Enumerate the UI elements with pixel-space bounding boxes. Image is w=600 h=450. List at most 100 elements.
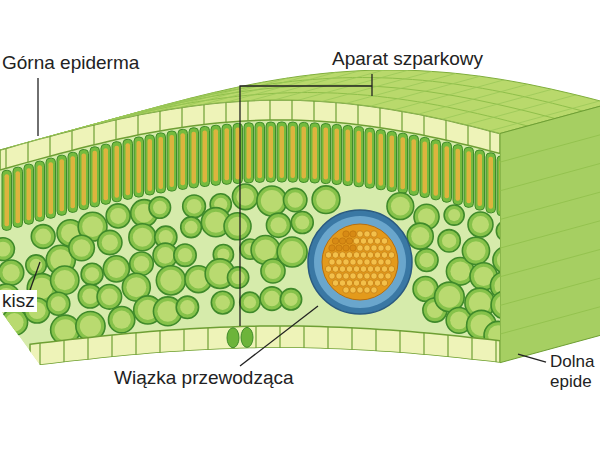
side-cell-row [500, 132, 600, 162]
spongy-cell [149, 197, 171, 219]
side-cell-row [500, 304, 600, 334]
epidermis-cell-wall [115, 120, 116, 140]
bundle-cell [385, 259, 391, 265]
epidermis-cell-wall [379, 108, 380, 128]
epidermis-cell-wall [375, 329, 376, 351]
bundle-cell [388, 252, 394, 258]
bundle-cell [381, 238, 387, 244]
spongy-vacuole [133, 228, 152, 247]
leader-line [240, 86, 372, 326]
palisade-vacuole [324, 128, 329, 180]
bundle-cell [332, 266, 338, 272]
spongy-vacuole [472, 216, 489, 233]
epidermis-cell-wall [351, 328, 352, 350]
epidermis-cell-wall [401, 111, 402, 131]
bundle-cell [381, 252, 387, 258]
epidermis-cell-wall [279, 326, 280, 348]
spongy-vacuole [55, 270, 75, 290]
palisade-vacuole [225, 128, 230, 180]
part-label: Dolna epide [548, 352, 598, 392]
spongy-vacuole [450, 312, 468, 330]
spongy-vacuole [215, 295, 230, 310]
bundle-cell [371, 259, 377, 265]
label-holder: Górna epiderma [0, 52, 141, 74]
bundle-cell [343, 287, 349, 293]
epidermis-cell-wall [71, 130, 72, 150]
palisade-vacuole [126, 143, 131, 195]
bundle-cell [353, 252, 359, 258]
bundle-cell [364, 245, 370, 251]
palisade-vacuole [390, 135, 395, 187]
palisade-vacuole [71, 156, 76, 208]
label-holder: Dolna epide [548, 352, 598, 392]
spongy-cell [47, 292, 70, 315]
epidermis-cell-wall [207, 328, 208, 350]
palisade-vacuole [335, 128, 340, 180]
guard-cell [241, 327, 253, 347]
spongy-vacuole [134, 256, 150, 272]
epidermis-cell-wall [495, 340, 496, 362]
palisade-vacuole [236, 127, 241, 179]
epidermis-cell-wall [269, 100, 270, 120]
spongy-cell [0, 238, 14, 261]
bundle-cell [332, 280, 338, 286]
epidermis-cell-wall [183, 329, 184, 351]
spongy-cell [387, 193, 414, 220]
bundle-cell [343, 273, 349, 279]
palisade-vacuole [313, 127, 318, 179]
epidermis-cell-wall [49, 136, 50, 156]
palisade-cell [46, 158, 56, 218]
palisade-vacuole [291, 126, 296, 178]
spongy-cell [280, 289, 301, 310]
bundle-cell [371, 231, 377, 237]
palisade-cell [464, 147, 474, 207]
spongy-vacuole [466, 241, 485, 260]
palisade-vacuole [423, 141, 428, 193]
spongy-cell [224, 213, 251, 240]
palisade-cell [123, 139, 133, 199]
palisade-vacuole [445, 146, 450, 198]
spongy-vacuole [448, 209, 460, 221]
bundle-cell [346, 252, 352, 258]
bundle-cell [364, 259, 370, 265]
surface-cell-wall [274, 70, 384, 100]
palisade-vacuole [148, 139, 153, 191]
palisade-vacuole [203, 130, 208, 182]
palisade-cell [354, 127, 364, 187]
spongy-vacuole [112, 311, 130, 329]
epidermis-cell-wall [181, 107, 182, 127]
vascular-bundle [308, 210, 412, 314]
spongy-vacuole [85, 267, 99, 281]
epidermis-cell-wall [159, 331, 160, 353]
spongy-cell [130, 252, 154, 276]
palisade-vacuole [115, 146, 120, 198]
spongy-vacuole [5, 313, 23, 331]
spongy-vacuole [236, 188, 254, 206]
palisade-cell [453, 145, 463, 205]
bundle-cell [346, 238, 352, 244]
spongy-vacuole [159, 230, 173, 244]
bundle-cell [357, 259, 363, 265]
bundle-cell [360, 280, 366, 286]
spongy-vacuole [101, 289, 118, 306]
leader-line [240, 306, 318, 366]
bundle-cell [329, 273, 335, 279]
palisade-cell [255, 122, 265, 182]
spongy-vacuole [185, 221, 198, 234]
bundle-cell [378, 273, 384, 279]
palisade-cell [244, 123, 254, 183]
spongy-vacuole [391, 197, 410, 216]
epidermis-cell-wall [39, 343, 40, 365]
spongy-vacuole [205, 212, 226, 233]
palisade-cell [200, 126, 210, 186]
bundle-sheath [308, 210, 412, 314]
spongy-cell [415, 249, 438, 272]
spongy-vacuole [110, 208, 126, 224]
bundle-cell [378, 245, 384, 251]
part-label: Górna epiderma [0, 52, 141, 74]
spongy-vacuole [178, 248, 192, 262]
palisade-vacuole [467, 151, 472, 203]
surface-cell-wall [346, 73, 456, 103]
bundle-cell [339, 252, 345, 258]
palisade-cell [13, 167, 23, 227]
